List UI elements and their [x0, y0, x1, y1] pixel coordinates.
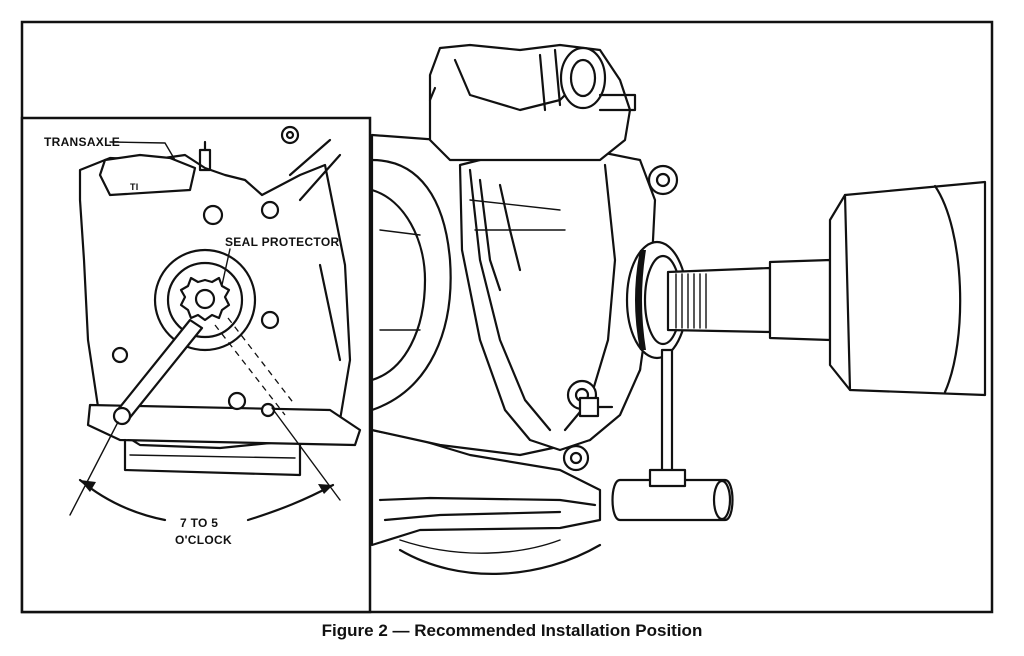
figure-caption: Figure 2 — Recommended Installation Posi…: [321, 621, 703, 640]
inset-detail: TI: [20, 116, 372, 614]
clock-range-label-line1: 7 TO 5: [180, 516, 218, 530]
spline-teeth: [675, 273, 707, 329]
seal-protector-label: SEAL PROTECTOR: [225, 235, 339, 249]
clock-range-label-line2: O'CLOCK: [175, 533, 232, 547]
transaxle-label: TRANSAXLE: [44, 135, 120, 149]
transaxle-main-view: [370, 43, 987, 575]
housing-marking: TI: [130, 182, 139, 192]
